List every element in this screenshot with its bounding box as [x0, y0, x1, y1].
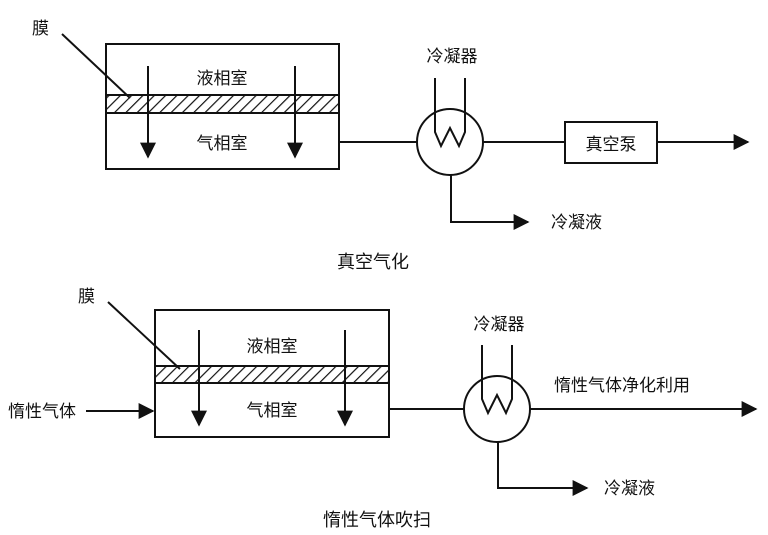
- liquid-chamber-label: 液相室: [197, 69, 248, 89]
- liquid-chamber-label: 液相室: [247, 337, 298, 357]
- inert-gas-sweep-caption: 惰性气体吹扫: [323, 510, 431, 531]
- condensate-line: [497, 442, 589, 496]
- condenser: [416, 108, 484, 176]
- condensate-line: [450, 175, 530, 230]
- vacuum-vaporization-section: 液相室 气相室 膜 冷凝器 真空泵 冷凝液 真空气化: [32, 19, 750, 273]
- gas-chamber-label: 气相室: [247, 401, 298, 421]
- membrane-leader-line: [107, 301, 181, 370]
- vacuum-pump-label: 真空泵: [586, 135, 637, 155]
- gas-recycle-label: 惰性气体净化利用: [554, 376, 690, 396]
- condensate-label: 冷凝液: [604, 479, 655, 499]
- inert-gas-inlet-label: 惰性气体: [8, 402, 76, 422]
- condenser-coil: [481, 345, 513, 416]
- membrane-label: 膜: [32, 19, 49, 39]
- membrane: [154, 365, 390, 384]
- inert-gas-sweep-section: 液相室 气相室 膜 惰性气体 冷凝器 惰性气体净化利用 冷凝液 惰性气体吹扫: [8, 287, 758, 531]
- condenser: [463, 375, 531, 443]
- condenser-coil: [434, 78, 466, 149]
- membrane: [105, 94, 340, 114]
- condensate-label: 冷凝液: [551, 213, 602, 233]
- membrane-label: 膜: [78, 287, 95, 307]
- condenser-label: 冷凝器: [474, 315, 525, 335]
- condenser-label: 冷凝器: [427, 47, 478, 67]
- gas-chamber-label: 气相室: [197, 134, 248, 154]
- vacuum-vaporization-caption: 真空气化: [337, 252, 409, 273]
- membrane-leader-line: [61, 33, 131, 99]
